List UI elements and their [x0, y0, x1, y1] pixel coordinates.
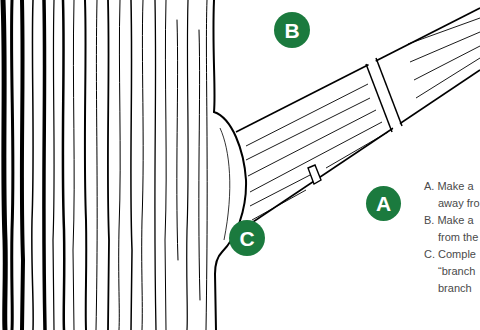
callout-circle: C: [229, 220, 265, 256]
top-cut: [366, 58, 402, 132]
tree-trunk: [0, 0, 207, 330]
branch: [236, 8, 480, 232]
callout-circle: B: [274, 12, 310, 48]
callout-circle: A: [366, 186, 401, 221]
callout-letter: C: [229, 220, 265, 256]
undercut-notch: [308, 165, 321, 184]
green-disc: [366, 186, 401, 221]
instruction-text: C. Comple: [424, 248, 476, 261]
callout-letter: B: [274, 12, 310, 48]
instruction-text: from the: [438, 231, 478, 244]
instruction-text: B. Make a: [424, 214, 474, 227]
instruction-text: branch: [438, 282, 472, 295]
collar-ridge: [220, 128, 230, 240]
instruction-text: “branch: [438, 265, 475, 278]
instruction-text: away fro: [438, 197, 480, 210]
callout-letter: A: [366, 186, 401, 221]
green-disc: [229, 220, 265, 256]
instruction-text: A. Make a: [424, 180, 474, 193]
branch-collar: [213, 0, 246, 330]
green-disc: [274, 12, 310, 48]
